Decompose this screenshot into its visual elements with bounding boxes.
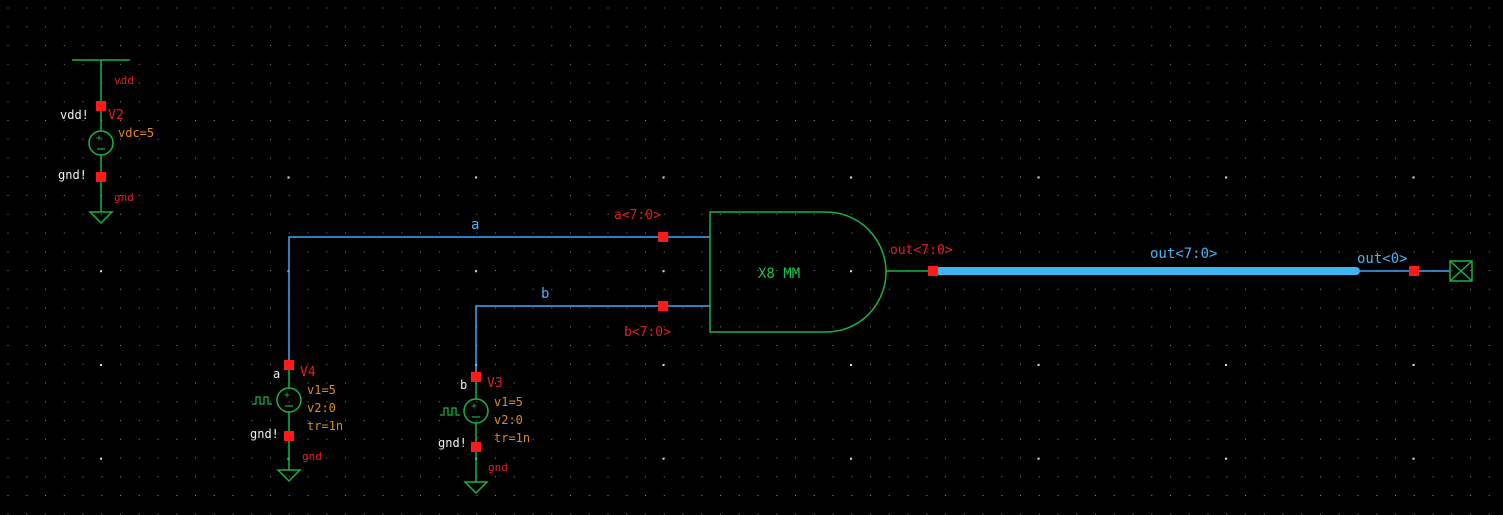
vdd-symbol-label: vdd xyxy=(114,74,134,87)
v3-plus-icon: + xyxy=(471,401,477,412)
v3-param-1: v2:0 xyxy=(494,413,523,427)
v3-pin-bottom[interactable] xyxy=(471,442,481,452)
net-out-bus[interactable]: out<7:0> out<0> xyxy=(928,246,1473,282)
v4-plus-icon: + xyxy=(284,390,290,401)
gate-pin-out[interactable] xyxy=(928,266,938,276)
v3-pin-top[interactable] xyxy=(471,372,481,382)
v3-bottom-net-label: gnd! xyxy=(438,436,467,450)
grid-dots xyxy=(7,7,1490,515)
gate-pin-out-label: out<7:0> xyxy=(890,243,953,258)
gate-instance-label: X8 MM xyxy=(758,266,800,282)
v3-instance-label: V3 xyxy=(487,376,503,391)
v2-gnd-symbol xyxy=(88,211,114,225)
gate-pin-b-label: b<7:0> xyxy=(624,325,671,340)
v4-top-net-label: a xyxy=(273,367,280,381)
source-v3[interactable]: b V3 + v1=5 v2:0 tr=1n gnd! gnd xyxy=(438,372,530,495)
v2-bottom-net-label: gnd! xyxy=(58,168,87,182)
source-v2[interactable]: vdd vdd! V2 + vdc=5 gnd! gnd xyxy=(58,59,154,225)
and-gate-body[interactable] xyxy=(709,211,887,333)
source-v4[interactable]: a V4 + v1=5 v2:0 tr=1n gnd! gnd xyxy=(250,360,343,483)
net-a[interactable]: a xyxy=(288,217,710,364)
wire-a-label: a xyxy=(471,217,479,233)
v3-top-net-label: b xyxy=(460,378,467,392)
gate-pin-a[interactable] xyxy=(658,232,668,242)
v2-pin-top[interactable] xyxy=(96,101,106,111)
and-gate-x8[interactable]: X8 MM a<7:0> b<7:0> out<7:0> xyxy=(614,208,953,340)
box-x-icon[interactable] xyxy=(1449,260,1473,282)
wire-b[interactable] xyxy=(475,305,710,376)
v3-pulse-icon xyxy=(440,407,460,416)
v3-gnd-symbol xyxy=(463,481,489,495)
v2-plus-icon: + xyxy=(96,133,102,144)
wire-a[interactable] xyxy=(288,236,710,364)
wire-out-bit-label: out<0> xyxy=(1357,251,1408,267)
v4-param-2: tr=1n xyxy=(307,419,343,433)
noconn-pin[interactable] xyxy=(1409,266,1419,276)
net-b[interactable]: b xyxy=(475,286,710,376)
v4-param-1: v2:0 xyxy=(307,401,336,415)
v2-param-0: vdc=5 xyxy=(118,126,154,140)
v4-pulse-icon xyxy=(252,396,272,405)
v4-pin-top[interactable] xyxy=(284,360,294,370)
v4-param-0: v1=5 xyxy=(307,383,336,397)
gate-pin-b[interactable] xyxy=(658,301,668,311)
bus-out-label: out<7:0> xyxy=(1150,246,1217,262)
v4-bottom-net-label: gnd! xyxy=(250,427,279,441)
v3-param-0: v1=5 xyxy=(494,395,523,409)
v4-pin-bottom[interactable] xyxy=(284,431,294,441)
v2-gnd-symbol-label: gnd xyxy=(114,191,134,204)
v4-gnd-symbol-label: gnd xyxy=(302,450,322,463)
v4-instance-label: V4 xyxy=(300,365,316,380)
v4-gnd-symbol xyxy=(276,469,302,483)
v3-gnd-symbol-label: gnd xyxy=(488,461,508,474)
gate-pin-a-label: a<7:0> xyxy=(614,208,661,223)
v3-param-2: tr=1n xyxy=(494,431,530,445)
v2-instance-label: V2 xyxy=(108,108,124,123)
wire-b-label: b xyxy=(541,286,549,302)
v2-top-net-label: vdd! xyxy=(60,108,89,122)
v2-pin-bottom[interactable] xyxy=(96,172,106,182)
